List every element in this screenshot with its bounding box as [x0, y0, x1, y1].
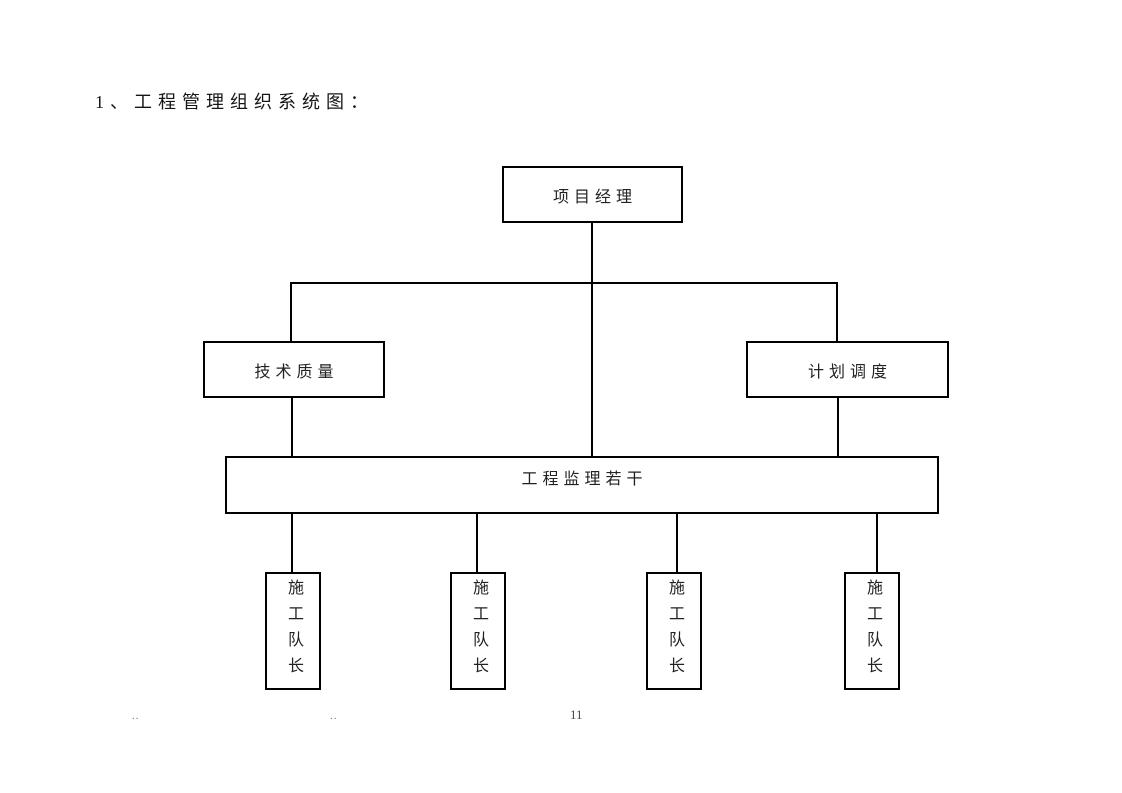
connector-supervisors-to-crew-2	[476, 514, 478, 572]
connector-supervisors-to-crew-3	[676, 514, 678, 572]
section-heading: 1、工程管理组织系统图：	[95, 92, 374, 112]
connector-to-plan-dispatch	[836, 282, 838, 341]
node-crew-leader-1-label: 施工队长	[285, 579, 302, 683]
connector-plan-to-supervisors	[837, 398, 839, 456]
node-crew-leader-2: 施工队长	[450, 572, 506, 690]
footer-left-mark: ..	[132, 710, 140, 722]
node-supervisors-label: 工程监理若干	[521, 471, 648, 488]
node-plan-dispatch-label: 计划调度	[807, 363, 892, 381]
node-tech-quality-label: 技术质量	[254, 363, 339, 381]
node-crew-leader-1: 施工队长	[265, 572, 321, 690]
node-project-manager: 项目经理	[502, 166, 683, 223]
connector-tech-to-supervisors	[291, 398, 293, 456]
node-supervisors: 工程监理若干	[225, 456, 939, 514]
connector-supervisors-to-crew-1	[291, 514, 293, 572]
node-crew-leader-2-label: 施工队长	[470, 579, 487, 683]
node-crew-leader-4-label: 施工队长	[864, 579, 881, 683]
node-crew-leader-3: 施工队长	[646, 572, 702, 690]
connector-top-to-tier	[591, 223, 593, 283]
node-project-manager-label: 项目经理	[552, 188, 637, 206]
footer-center-mark: ..	[330, 710, 338, 722]
connector-center-to-supervisors	[591, 282, 593, 456]
connector-supervisors-to-crew-4	[876, 514, 878, 572]
connector-to-tech-quality	[290, 282, 292, 341]
node-crew-leader-3-label: 施工队长	[666, 579, 683, 683]
node-tech-quality: 技术质量	[203, 341, 385, 398]
page-number: 11	[570, 707, 583, 722]
connector-tier-horizontal	[290, 282, 837, 284]
node-crew-leader-4: 施工队长	[844, 572, 900, 690]
node-plan-dispatch: 计划调度	[746, 341, 949, 398]
